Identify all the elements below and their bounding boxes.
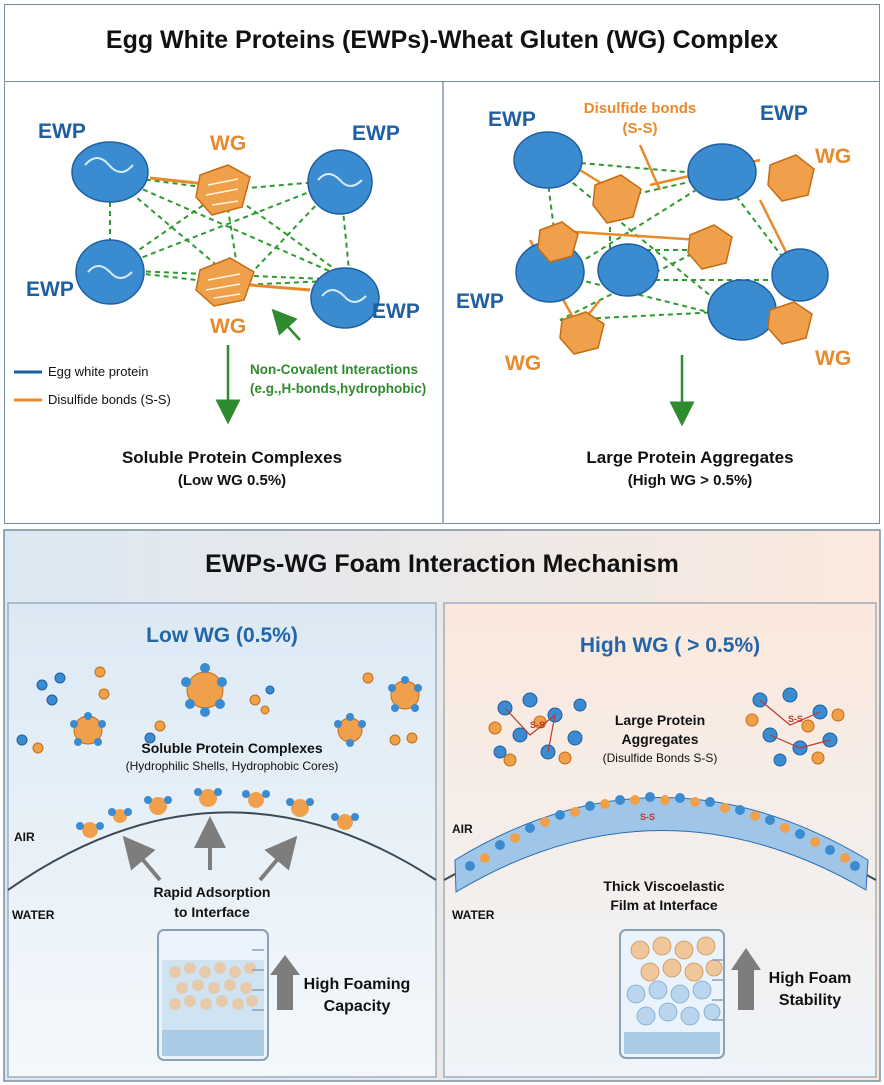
ewp-protein-icon — [71, 141, 380, 329]
disulfide-label: Disulfide bonds — [583, 100, 697, 117]
aggregate-sub: (High WG > 0.5%) — [627, 472, 753, 489]
wg-protein-icon — [195, 164, 255, 307]
foam-stability-label: High Foam — [768, 970, 852, 987]
adsorption-label: Rapid Adsorption — [153, 884, 271, 900]
label-ewp: EWP — [760, 102, 808, 125]
low-wg-heading: Low WG (0.5%) — [146, 624, 298, 647]
air-label: AIR — [14, 830, 35, 844]
beaker-icon — [157, 929, 269, 1061]
soluble-complex-icon — [70, 663, 422, 747]
adsorbed-complex-icon — [82, 789, 353, 838]
water-label: WATER — [12, 908, 55, 922]
foaming-capacity-label: High Foaming — [303, 976, 411, 993]
bottom-panel-title: EWPs-WG Foam Interaction Mechanism — [205, 550, 679, 578]
ss-bond-label: S-S — [530, 720, 546, 730]
noncovalent-example: (e.g.,H-bonds,hydrophobic) — [250, 381, 427, 396]
ss-bond-label: S-S — [788, 714, 804, 724]
legend-disulfide: Disulfide bonds (S-S) — [48, 392, 171, 407]
foaming-capacity-sub: Capacity — [323, 998, 391, 1015]
label-wg: WG — [815, 145, 852, 168]
air-water-interface — [7, 811, 437, 891]
soluble-complex-title: Soluble Protein Complexes — [121, 448, 343, 467]
aggregate-title: Large Protein Aggregates — [586, 448, 794, 467]
top-divider — [442, 82, 444, 524]
air-label: AIR — [452, 822, 473, 836]
label-ewp: EWP — [456, 290, 504, 313]
foam-stability-sub: Stability — [778, 992, 842, 1009]
label-wg: WG — [210, 132, 247, 155]
film-label: Thick Viscoelastic — [603, 878, 725, 894]
aggregate-label-sub: (Disulfide Bonds S-S) — [602, 751, 718, 765]
label-wg: WG — [815, 347, 852, 370]
high-wg-heading: High WG ( > 0.5%) — [579, 634, 761, 657]
label-ewp: EWP — [26, 278, 74, 301]
capacity-arrow-icon — [270, 955, 300, 1010]
noncovalent-label: Non-Covalent Interactions — [250, 362, 419, 377]
disulfide-sub: (S-S) — [622, 120, 658, 137]
aggregate-label: Large Protein — [614, 712, 706, 728]
ss-bond-label: S-S — [640, 812, 656, 822]
legend-egg-white: Egg white protein — [48, 364, 149, 379]
film-label-sub: Film at Interface — [610, 897, 718, 913]
top-title-bar — [4, 4, 880, 82]
adsorption-sub: to Interface — [174, 904, 250, 920]
top-panel-title: Egg White Proteins (EWPs)-Wheat Gluten (… — [105, 26, 779, 54]
complex-title: Soluble Protein Complexes — [141, 740, 323, 756]
label-wg: WG — [505, 352, 542, 375]
label-wg: WG — [210, 315, 247, 338]
aggregate-label-2: Aggregates — [621, 731, 699, 747]
water-label: WATER — [452, 908, 495, 922]
label-ewp: EWP — [352, 122, 400, 145]
stability-arrow-icon — [731, 948, 761, 1010]
soluble-complex-sub: (Low WG 0.5%) — [177, 472, 287, 489]
label-ewp: EWP — [38, 120, 86, 143]
beaker-icon — [619, 929, 725, 1059]
label-ewp: EWP — [488, 108, 536, 131]
label-ewp: EWP — [372, 300, 420, 323]
complex-sub: (Hydrophilic Shells, Hydrophobic Cores) — [125, 759, 339, 773]
